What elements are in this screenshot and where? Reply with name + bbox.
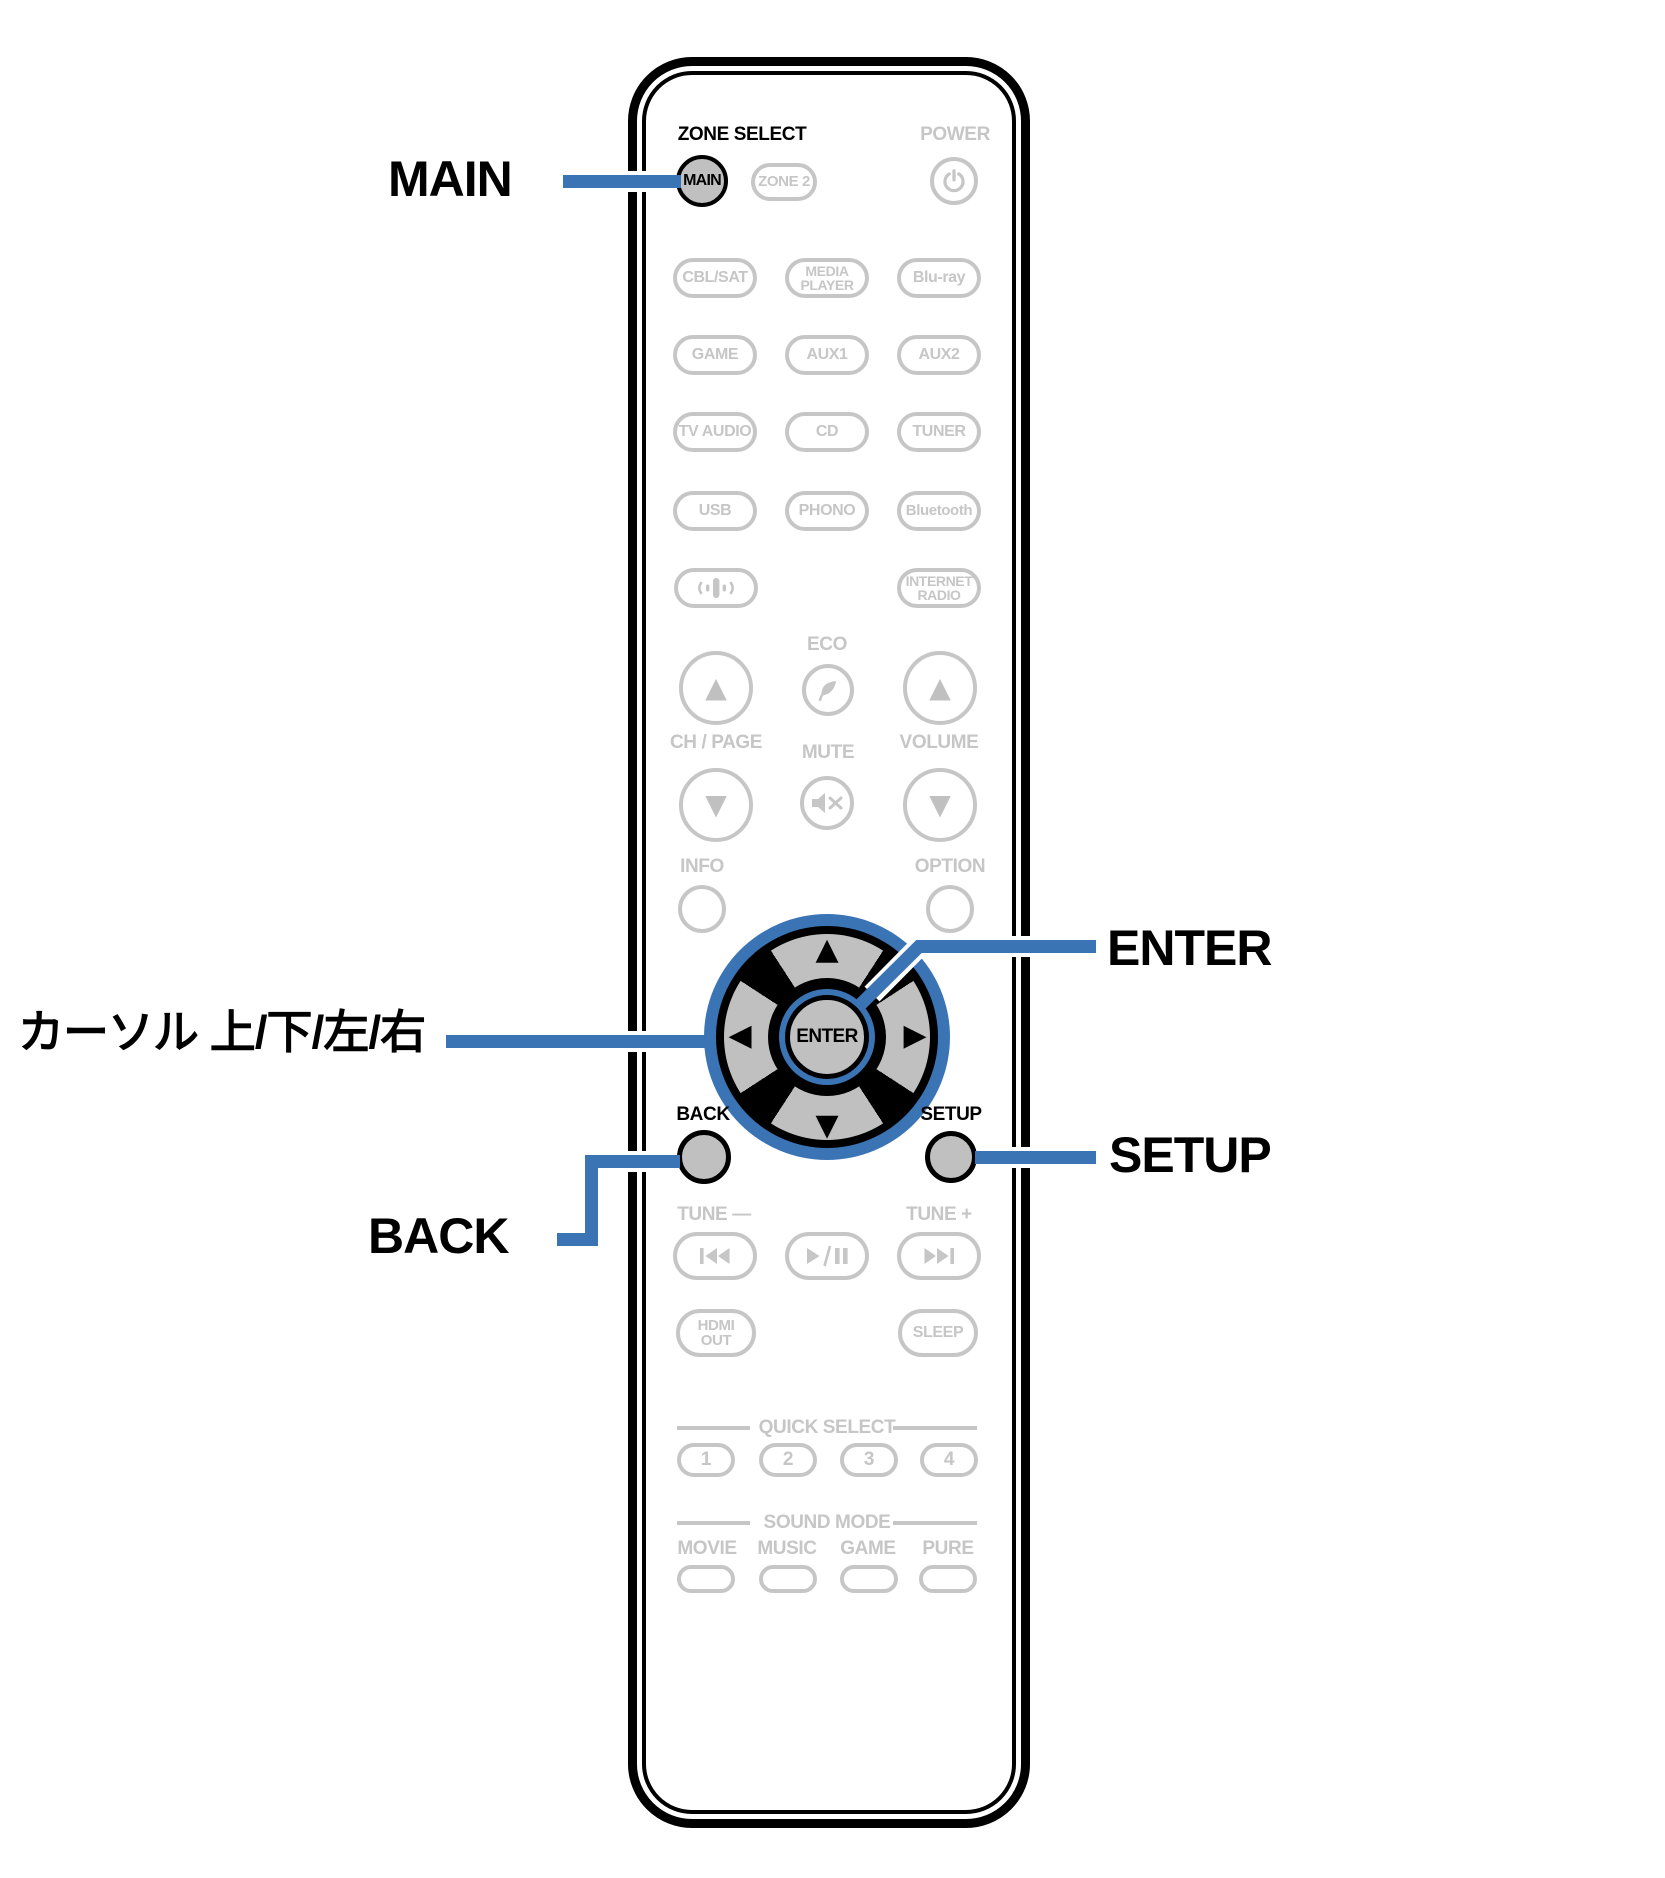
skip-forward-button[interactable] xyxy=(897,1232,981,1280)
up-triangle-icon: ▲ xyxy=(705,671,727,704)
eco-label: ECO xyxy=(807,634,847,655)
info-label: INFO xyxy=(680,856,724,877)
sound-mode-game-label: GAME xyxy=(840,1538,896,1559)
ch-page-up-button[interactable]: ▲ xyxy=(679,651,753,725)
mute-speaker-icon xyxy=(812,793,843,813)
volume-down-button[interactable]: ▼ xyxy=(903,768,977,842)
callout-setup-label: SETUP xyxy=(1109,1127,1272,1183)
quick-select-1-button[interactable]: 1 xyxy=(677,1443,735,1477)
sound-mode-movie-label: MOVIE xyxy=(677,1538,737,1559)
skip-back-button[interactable] xyxy=(673,1232,757,1280)
source-button-cbl-sat[interactable]: CBL/SAT xyxy=(673,258,757,298)
source-button-aux2[interactable]: AUX2 xyxy=(897,335,981,375)
volume-up-button[interactable]: ▲ xyxy=(903,651,977,725)
sound-mode-music-label: MUSIC xyxy=(757,1538,817,1559)
cursor-right-icon[interactable]: ▶ xyxy=(903,1018,927,1053)
source-button-bluetooth[interactable]: Bluetooth xyxy=(897,491,981,531)
setup-button[interactable] xyxy=(925,1131,977,1183)
sound-mode-label: SOUND MODE xyxy=(763,1512,891,1533)
zone-select-label: ZONE SELECT xyxy=(677,124,807,145)
sound-mode-pure-label: PURE xyxy=(922,1538,974,1559)
sound-mode-rule-right xyxy=(893,1521,977,1525)
sound-mode-movie-button[interactable] xyxy=(677,1565,735,1593)
ch-page-down-button[interactable]: ▼ xyxy=(679,768,753,842)
quick-select-label: QUICK SELECT xyxy=(758,1417,896,1438)
cursor-up-icon[interactable]: ▲ xyxy=(815,932,839,967)
callout-enter-label: ENTER xyxy=(1107,920,1272,976)
sound-mode-rule-left xyxy=(677,1521,750,1525)
sleep-button[interactable]: SLEEP xyxy=(898,1309,978,1357)
quick-select-4-button[interactable]: 4 xyxy=(920,1443,978,1477)
sound-mode-game-button[interactable] xyxy=(840,1565,898,1593)
info-button[interactable] xyxy=(678,885,726,933)
source-button-cd[interactable]: CD xyxy=(785,412,869,452)
quick-select-rule-right xyxy=(893,1426,977,1430)
back-button[interactable] xyxy=(677,1130,731,1184)
quick-select-rule-left xyxy=(677,1426,750,1430)
down-triangle-icon: ▼ xyxy=(929,788,951,821)
tune-plus-label: TUNE + xyxy=(906,1204,972,1225)
source-button-tv-audio[interactable]: TV AUDIO xyxy=(673,412,757,452)
enter-button-ring: ENTER xyxy=(779,989,875,1085)
eco-button[interactable] xyxy=(802,664,854,716)
play-pause-icon xyxy=(807,1245,848,1267)
enter-button[interactable]: ENTER xyxy=(785,995,869,1079)
power-label: POWER xyxy=(920,124,990,145)
source-button-phono[interactable]: PHONO xyxy=(785,491,869,531)
source-button-bluray[interactable]: Blu-ray xyxy=(897,258,981,298)
sound-mode-pure-button[interactable] xyxy=(919,1565,977,1593)
ch-page-label: CH / PAGE xyxy=(669,732,763,753)
source-button-game[interactable]: GAME xyxy=(673,335,757,375)
main-zone-button[interactable]: MAIN xyxy=(676,155,728,207)
audio-wave-button[interactable] xyxy=(674,568,758,608)
cursor-pad[interactable]: ▲ ▼ ◀ ▶ ENTER xyxy=(704,914,950,1160)
source-button-usb[interactable]: USB xyxy=(673,491,757,531)
back-label: BACK xyxy=(676,1104,730,1125)
mute-button[interactable] xyxy=(800,776,854,830)
quick-select-2-button[interactable]: 2 xyxy=(759,1443,817,1477)
option-button[interactable] xyxy=(926,885,974,933)
setup-label: SETUP xyxy=(920,1104,982,1125)
callout-cursor-label: カーソル 上/下/左/右 xyxy=(18,1006,426,1058)
source-button-media-player[interactable]: MEDIA PLAYER xyxy=(785,258,869,298)
power-button[interactable] xyxy=(930,157,978,205)
eco-leaf-icon xyxy=(818,681,836,702)
hdmi-out-button[interactable]: HDMI OUT xyxy=(676,1309,756,1357)
zone2-button[interactable]: ZONE 2 xyxy=(751,163,817,201)
mute-label: MUTE xyxy=(801,742,855,763)
callout-main-label: MAIN xyxy=(388,151,513,207)
option-label: OPTION xyxy=(914,856,986,877)
quick-select-3-button[interactable]: 3 xyxy=(840,1443,898,1477)
cursor-left-icon[interactable]: ◀ xyxy=(728,1018,752,1053)
power-icon xyxy=(943,169,965,193)
callout-back-label: BACK xyxy=(368,1208,509,1264)
up-triangle-icon: ▲ xyxy=(929,671,951,704)
cursor-down-icon[interactable]: ▼ xyxy=(815,1108,839,1143)
audio-wave-icon xyxy=(698,578,734,598)
skip-back-icon xyxy=(700,1248,730,1264)
skip-forward-icon xyxy=(924,1248,954,1264)
source-button-tuner[interactable]: TUNER xyxy=(897,412,981,452)
source-button-aux1[interactable]: AUX1 xyxy=(785,335,869,375)
volume-label: VOLUME xyxy=(899,732,979,753)
internet-radio-button[interactable]: INTERNET RADIO xyxy=(897,568,981,608)
tune-minus-label: TUNE — xyxy=(677,1204,751,1225)
sound-mode-music-button[interactable] xyxy=(759,1565,817,1593)
play-pause-button[interactable] xyxy=(785,1232,869,1280)
down-triangle-icon: ▼ xyxy=(705,788,727,821)
